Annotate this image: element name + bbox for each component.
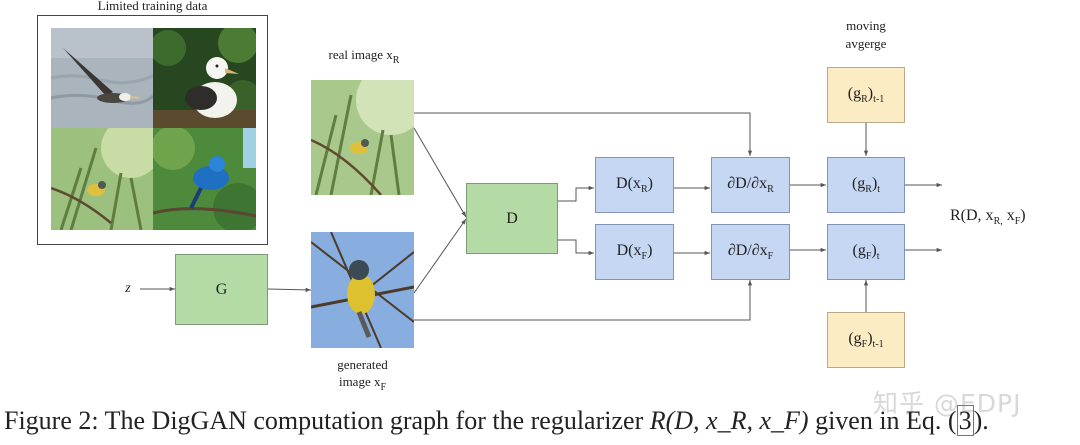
g-fake-node: (gF)t xyxy=(827,224,905,280)
g-fake-prev-node: (gF)t-1 xyxy=(827,312,905,368)
training-data-title: Limited training data xyxy=(97,0,208,13)
real-image-label: real image xR xyxy=(328,47,400,66)
grad-fake-node: ∂D/∂xF xyxy=(711,224,790,280)
real-image xyxy=(311,80,414,195)
g-real-node: (gR)t xyxy=(827,157,905,213)
training-image-bunting xyxy=(153,128,256,230)
training-image-warbler xyxy=(51,128,153,230)
edge-d-dfake xyxy=(558,239,594,256)
generated-image-label: generated image xF xyxy=(337,357,388,393)
figure-caption: Figure 2: The DigGAN computation graph f… xyxy=(4,405,989,436)
training-image-seabird xyxy=(51,28,153,128)
generated-image xyxy=(311,232,414,348)
g-real-prev-node: (gR)t-1 xyxy=(827,67,905,123)
edge-d-dreal xyxy=(558,185,594,202)
moving-average-label: moving avgerge xyxy=(845,18,887,51)
edge-real-grad xyxy=(414,112,753,156)
d-fake-node: D(xF) xyxy=(595,224,674,280)
training-data-panel xyxy=(37,15,268,245)
equation-reference-link[interactable]: 3 xyxy=(956,405,974,436)
regularizer-output: R(D, xR, xF) xyxy=(950,207,1026,227)
d-real-node: D(xR) xyxy=(595,157,674,213)
edge-generated-d xyxy=(413,218,467,294)
noise-input-z: z xyxy=(125,281,131,296)
caption-formula: R(D, x_R, x_F) xyxy=(649,406,809,435)
watermark: 知乎 @EDPJ xyxy=(873,389,1022,418)
training-image-albatross xyxy=(153,28,256,128)
discriminator-node: D xyxy=(466,183,558,254)
grad-real-node: ∂D/∂xR xyxy=(711,157,790,213)
edge-g-generated xyxy=(267,287,312,292)
edge-generated-grad xyxy=(414,280,753,321)
edge-real-d xyxy=(413,127,467,218)
generator-node: G xyxy=(175,254,268,325)
